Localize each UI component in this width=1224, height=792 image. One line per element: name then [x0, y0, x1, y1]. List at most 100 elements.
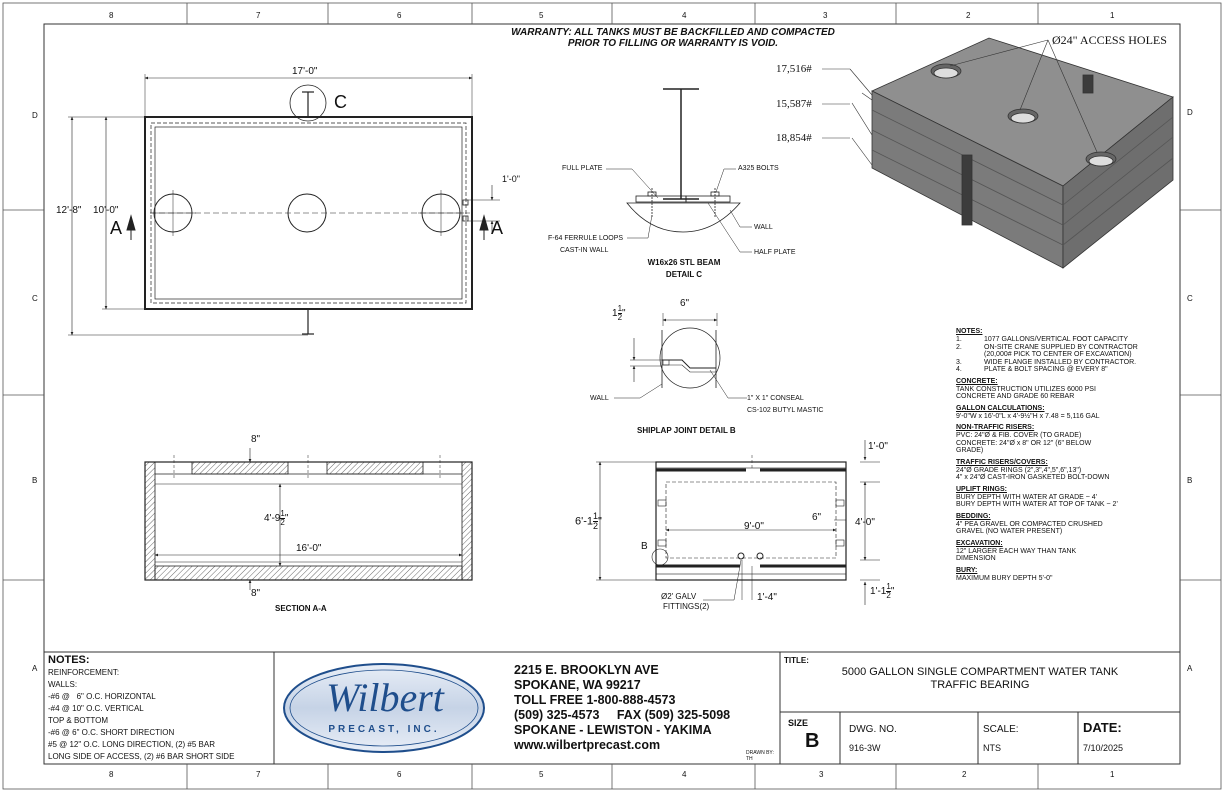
col-label-top: 6	[397, 11, 402, 20]
iso-tank	[822, 37, 1174, 269]
notes-section-line: BURY DEPTH WITH WATER AT TOP OF TANK ~ 2…	[956, 501, 1118, 508]
row-label-right: B	[1187, 476, 1193, 485]
title-label: TITLE:	[784, 656, 809, 665]
logo-wordmark: Wilbert	[326, 675, 444, 720]
plan-view	[68, 74, 500, 336]
col-label-top: 7	[256, 11, 261, 20]
reinforcement-line: #5 @ 12" O.C. LONG DIRECTION, (2) #5 BAR	[48, 740, 216, 749]
dim-den: 2	[617, 313, 623, 322]
shiplap-title: SHIPLAP JOINT DETAIL B	[637, 426, 736, 435]
reinforcement-line: LONG SIDE OF ACCESS, (2) #6 BAR SHORT SI…	[48, 752, 235, 761]
note-number: 3.	[956, 358, 962, 366]
row-label-left: A	[32, 664, 38, 673]
note-text: WIDE FLANGE INSTALLED BY CONTRACTOR.	[984, 358, 1137, 366]
elev-small-dim: 6"	[812, 512, 822, 523]
wilbert-logo	[283, 663, 485, 753]
logo-subtitle: PRECAST, INC.	[328, 724, 440, 735]
address-line: TOLL FREE 1-800-888-4573	[514, 693, 676, 707]
notes-section-heading: CONCRETE:	[956, 377, 998, 385]
date-value: 7/10/2025	[1083, 743, 1124, 753]
col-label-bottom: 5	[539, 770, 544, 779]
drawn-by: DRAWN BY: TH	[746, 750, 774, 762]
note-item: 2.ON-SITE CRANE SUPPLIED BY CONTRACTOR	[956, 344, 1176, 352]
notes-section-line: 4" PEA GRAVEL OR COMPACTED CRUSHED	[956, 520, 1103, 528]
dim-num: 1	[280, 509, 285, 519]
shiplap-detail	[614, 313, 747, 399]
dim-den: 2	[886, 591, 891, 600]
date-label: DATE:	[1083, 720, 1122, 735]
notes-section-line: CONCRETE: 24"Ø x 8" OR 12" (6" BELOW	[956, 439, 1092, 447]
col-label-bottom: 7	[256, 770, 261, 779]
dim-unit: "	[890, 586, 895, 598]
plan-width-inner-dim: 10'-0"	[93, 205, 119, 216]
col-label-bottom: 2	[962, 770, 967, 779]
col-label-bottom: 6	[397, 770, 402, 779]
address-line: SPOKANE, WA 99217	[514, 678, 641, 692]
website-link[interactable]: www.wilbertprecast.com	[514, 738, 661, 752]
dim-whole: 1	[612, 308, 618, 320]
shiplap-width-dim: 6"	[680, 298, 690, 309]
dim-whole: 1'-1	[870, 586, 887, 598]
conseal-label-2: CS-102 BUTYL MASTIC	[747, 407, 824, 414]
full-plate-label: FULL PLATE	[562, 165, 603, 172]
notes-section-heading: GALLON CALCULATIONS:	[956, 404, 1045, 412]
dwg-value: 916-3W	[849, 743, 881, 753]
address-line: 2215 E. BROOKLYN AVE	[514, 663, 659, 677]
row-label-left: C	[32, 294, 38, 303]
notes-section-heading: BEDDING:	[956, 512, 991, 520]
section-mark-right: A	[491, 218, 504, 238]
note-text: 1077 GALLONS/VERTICAL FOOT CAPACITY	[984, 336, 1129, 343]
reinforcement-line: -#6 @ 6" O.C. SHORT DIRECTION	[48, 728, 175, 737]
plan-edge-dim: 1'-0"	[502, 174, 520, 184]
plan-width-outer-dim: 12'-8"	[56, 205, 82, 216]
dim-num: 1	[617, 304, 623, 314]
col-label-bottom: 8	[109, 770, 114, 779]
note-item: 3. WIDE FLANGE INSTALLED BY CONTRACTOR.	[956, 359, 1176, 367]
notes-section-line: TANK CONSTRUCTION UTILIZES 6000 PSI	[956, 385, 1096, 393]
drawn-by-value: TH	[746, 756, 753, 762]
detail-callout-c: C	[334, 92, 347, 112]
dim-den: 2	[280, 518, 285, 527]
notes-heading: NOTES:	[956, 328, 983, 335]
elev-detail-b-label: B	[641, 541, 648, 552]
row-label-right: A	[1187, 664, 1193, 673]
wall-label: WALL	[754, 224, 773, 231]
drawing-title: 5000 GALLON SINGLE COMPARTMENT WATER TAN…	[782, 666, 1178, 692]
elev-right-dim: 4'-0"	[855, 517, 875, 528]
note-text: ON-SITE CRANE SUPPLIED BY CONTRACTOR	[984, 343, 1138, 351]
note-text: (20,000# PICK TO CENTER OF EXCAVATION)	[984, 351, 1132, 358]
note-item: 4.PLATE & BOLT SPACING @ EVERY 8"	[956, 366, 1176, 374]
scale-label: SCALE:	[983, 724, 1019, 735]
weight-label-3: 18,854#	[776, 132, 812, 144]
ferrule-label-1: F-64 FERRULE LOOPS	[548, 235, 624, 242]
reinforcement-line: TOP & BOTTOM	[48, 716, 109, 725]
col-label-top: 3	[823, 11, 828, 20]
elev-top-dim: 1'-0"	[868, 441, 888, 452]
reinforcement-heading: NOTES:	[48, 654, 90, 666]
row-label-right: D	[1187, 108, 1193, 117]
notes-section-line: 4" x 24"Ø CAST-IRON GASKETED BOLT-DOWN	[956, 474, 1110, 481]
notes-section-heading: NON-TRAFFIC RISERS:	[956, 424, 1035, 431]
elevation-view	[596, 440, 880, 605]
note-text: PLATE & BOLT SPACING @ EVERY 8"	[984, 366, 1108, 373]
shiplap-wall-label: WALL	[590, 395, 609, 402]
detail-c-title: DETAIL C	[665, 270, 703, 279]
weight-label-1: 17,516#	[776, 63, 812, 75]
dim-unit: "	[622, 308, 626, 320]
col-label-bottom: 4	[682, 770, 687, 779]
col-label-top: 2	[966, 11, 971, 20]
col-label-bottom: 1	[1110, 770, 1115, 779]
general-notes: NOTES: 1.1077 GALLONS/VERTICAL FOOT CAPA…	[956, 328, 1176, 582]
section-mark-left: A	[110, 218, 123, 238]
col-label-bottom: 3	[819, 770, 824, 779]
title-line-1: 5000 GALLON SINGLE COMPARTMENT WATER TAN…	[841, 666, 1119, 678]
half-plate-label: HALF PLATE	[754, 249, 796, 256]
notes-section-heading: UPLIFT RINGS:	[956, 485, 1007, 493]
dim-num: 1	[593, 511, 599, 522]
